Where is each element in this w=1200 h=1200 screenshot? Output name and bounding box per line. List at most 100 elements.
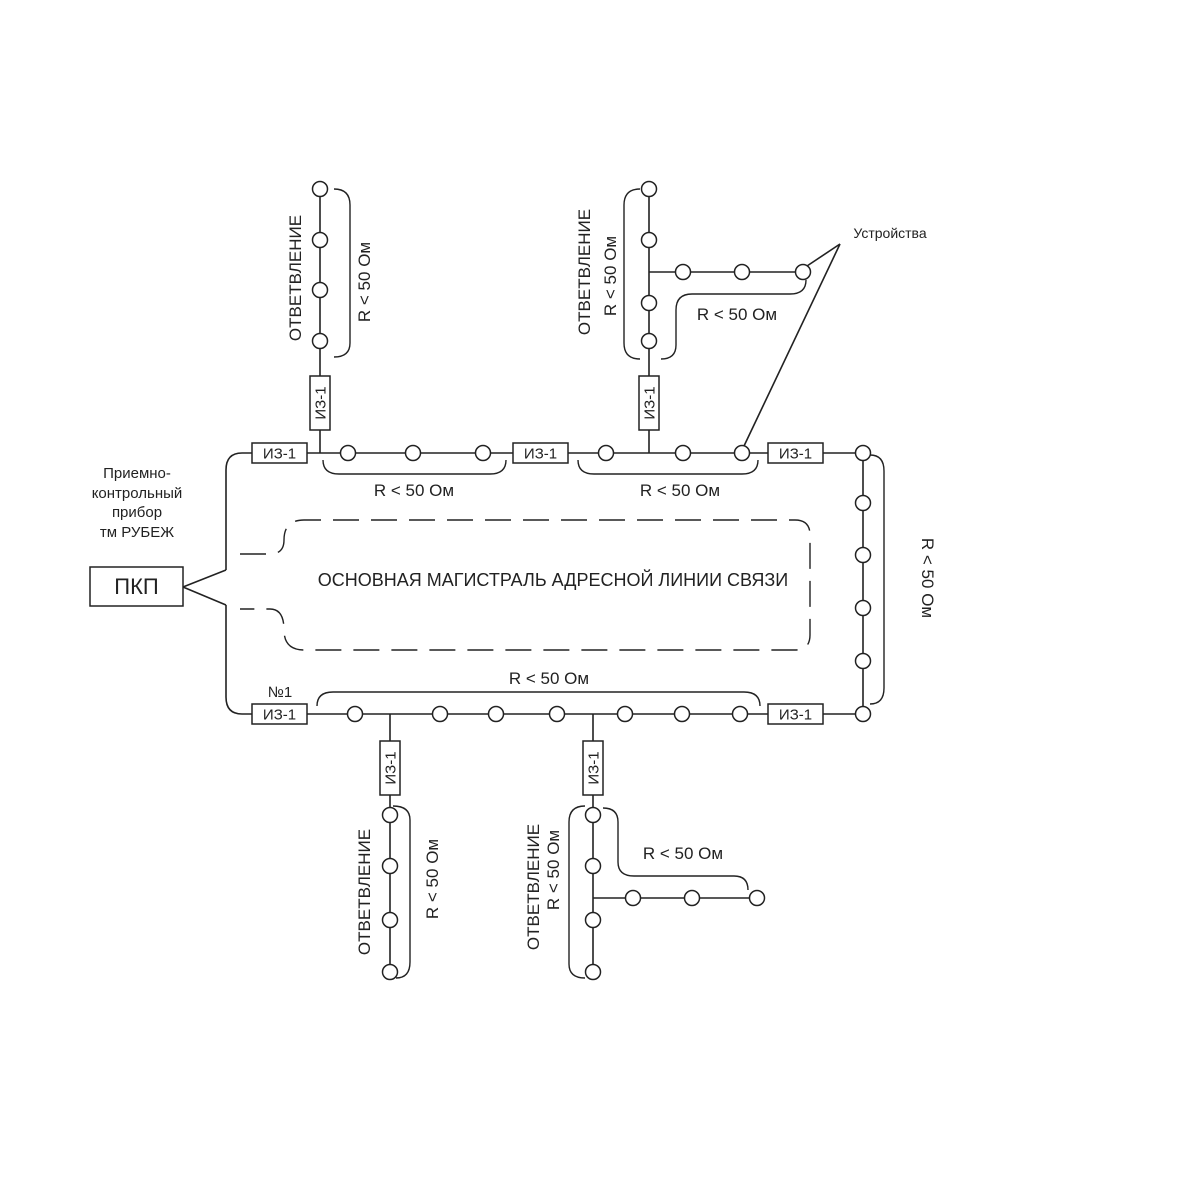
pointer-to-main-device — [743, 243, 841, 447]
device — [584, 806, 602, 824]
device — [548, 705, 566, 723]
panel-caption-line: контрольный — [92, 485, 183, 502]
brace-lr — [568, 805, 586, 979]
isolator-branch-ul: ИЗ-1 — [309, 375, 331, 431]
devices — [311, 180, 872, 981]
main-line-outline — [240, 519, 811, 651]
device — [640, 332, 658, 350]
panel-caption-line: прибор — [112, 504, 162, 521]
isolator-top-right: ИЗ-1 — [767, 442, 824, 464]
isolators: ИЗ-1 ИЗ-1 ИЗ-1 ИЗ-1 ИЗ-1 ИЗ-1 ИЗ-1 — [251, 375, 824, 796]
device — [339, 444, 357, 462]
resistance-label: R < 50 Ом — [697, 305, 777, 324]
branch-label: ОТВЕТВЛЕНИЕ — [575, 209, 594, 335]
device — [674, 444, 692, 462]
device — [616, 705, 634, 723]
device — [624, 889, 642, 907]
resistance-label: R < 50 Ом — [355, 242, 374, 322]
device — [748, 889, 766, 907]
device — [674, 263, 692, 281]
device — [854, 599, 872, 617]
isolator-label: ИЗ-1 — [263, 707, 296, 724]
panel-label: ПКП — [114, 574, 158, 599]
panel-box — [89, 566, 184, 607]
device — [381, 857, 399, 875]
device — [381, 806, 399, 824]
brace-top-right — [577, 459, 759, 475]
device — [640, 231, 658, 249]
device — [487, 705, 505, 723]
main-line-label: ОСНОВНАЯ МАГИСТРАЛЬ АДРЕСНОЙ ЛИНИИ СВЯЗИ — [318, 569, 789, 590]
device — [854, 705, 872, 723]
brace-bottom — [316, 691, 761, 707]
pointer-to-sub-device — [806, 243, 841, 267]
brace-lr-sub — [602, 807, 749, 891]
device — [731, 705, 749, 723]
device — [640, 294, 658, 312]
isolator-number: №1 — [268, 684, 292, 701]
panel-bottom-wire — [225, 605, 252, 715]
device — [431, 705, 449, 723]
panel-top-wire — [225, 452, 252, 570]
device — [673, 705, 691, 723]
brace-ll — [392, 805, 411, 979]
panel-caption-line: Приемно- — [103, 465, 171, 482]
isolator-label: ИЗ-1 — [586, 751, 603, 784]
resistance-label: R < 50 Ом — [423, 839, 442, 919]
brace-ur-sub — [660, 279, 807, 360]
device — [733, 263, 751, 281]
devices-label: Устройства — [853, 225, 926, 241]
resistance-label: R < 50 Ом — [918, 538, 937, 618]
brace-ul — [333, 188, 351, 358]
device — [346, 705, 364, 723]
device — [381, 911, 399, 929]
device — [854, 652, 872, 670]
resistance-label: R < 50 Ом — [601, 236, 620, 316]
brace-right — [869, 454, 885, 705]
isolator-label: ИЗ-1 — [779, 446, 812, 463]
isolator-branch-ll: ИЗ-1 — [379, 740, 401, 796]
branch-label: ОТВЕТВЛЕНИЕ — [355, 829, 374, 955]
branch-label: ОТВЕТВЛЕНИЕ — [524, 824, 543, 950]
resistance-label: R < 50 Ом — [509, 669, 589, 688]
device — [311, 281, 329, 299]
isolator-label: ИЗ-1 — [263, 446, 296, 463]
branch-labels: ОТВЕТВЛЕНИЕ ОТВЕТВЛЕНИЕ ОТВЕТВЛЕНИЕ ОТВЕ… — [286, 209, 594, 955]
isolator-label: ИЗ-1 — [642, 386, 659, 419]
device — [854, 546, 872, 564]
resistance-label: R < 50 Ом — [640, 481, 720, 500]
device — [311, 180, 329, 198]
panel-caption-line: тм РУБЕЖ — [100, 524, 174, 541]
panel-connector — [182, 569, 227, 606]
device — [311, 332, 329, 350]
device — [584, 857, 602, 875]
isolator-branch-lr: ИЗ-1 — [582, 740, 604, 796]
branch-label: ОТВЕТВЛЕНИЕ — [286, 215, 305, 341]
device — [794, 263, 812, 281]
isolator-label: ИЗ-1 — [779, 707, 812, 724]
device — [584, 963, 602, 981]
main-line-zone: ОСНОВНАЯ МАГИСТРАЛЬ АДРЕСНОЙ ЛИНИИ СВЯЗИ — [240, 519, 811, 651]
device — [404, 444, 422, 462]
device — [311, 231, 329, 249]
device — [381, 963, 399, 981]
resistance-label: R < 50 Ом — [374, 481, 454, 500]
device — [854, 494, 872, 512]
braces — [316, 188, 885, 979]
isolator-bottom-right: ИЗ-1 — [767, 703, 824, 725]
control-panel: ПКП Приемно- контрольный прибор тм РУБЕЖ — [89, 465, 184, 607]
device — [584, 911, 602, 929]
isolator-label: ИЗ-1 — [383, 751, 400, 784]
device — [474, 444, 492, 462]
isolator-label: ИЗ-1 — [313, 386, 330, 419]
isolator-top-middle: ИЗ-1 — [512, 442, 569, 464]
device — [854, 444, 872, 462]
brace-top-left — [322, 459, 507, 475]
isolator-bottom-left: ИЗ-1 — [251, 703, 308, 725]
device — [597, 444, 615, 462]
device — [683, 889, 701, 907]
isolator-top-left: ИЗ-1 — [251, 442, 308, 464]
resistance-label: R < 50 Ом — [643, 844, 723, 863]
brace-ur — [623, 188, 641, 360]
